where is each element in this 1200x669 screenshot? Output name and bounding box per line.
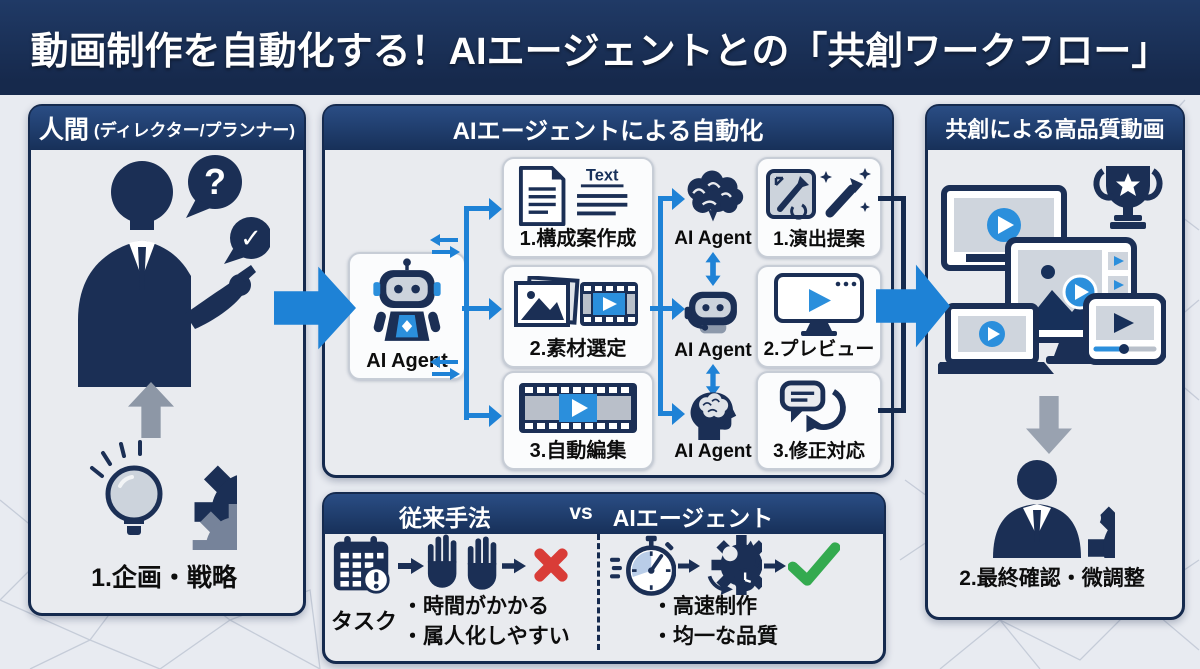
comparison-divider (597, 534, 600, 650)
traditional-points: ・時間がかかる ・属人化しやすい (402, 592, 597, 652)
text-caption: Text (586, 167, 619, 185)
comparison-header-vs: vs (569, 501, 593, 524)
filmstrip-play-icon (519, 383, 637, 433)
photos-film-icon (514, 276, 638, 327)
title-banner: 動画制作を自動化する！AIエージェントとの「共創ワークフロー」 (0, 0, 1200, 95)
check-icon: ✓ (240, 223, 262, 253)
ai-automation-panel-header: AIエージェントによる自動化 (324, 106, 892, 150)
comparison-header-ai: AIエージェント (612, 505, 774, 531)
stopwatch-icon (610, 535, 676, 596)
flow-line (650, 306, 662, 311)
flow-line (658, 306, 674, 311)
fail-x-icon (534, 548, 568, 582)
merge-line (878, 196, 906, 201)
output-direction-label: 1.演出提案 (773, 229, 865, 250)
human-panel-header: 人間 (ディレクター/プランナー) (30, 106, 304, 150)
output-box-direction: 1.演出提案 (756, 157, 882, 258)
automation-gears-icon (702, 534, 762, 596)
flow-line (464, 413, 490, 418)
ai-point: ・高速制作 (652, 595, 757, 618)
step-box-edit: 3.自動編集 (502, 371, 654, 470)
step-assets-label: 2.素材選定 (529, 338, 627, 360)
ai-points: ・高速制作 ・均一な品質 (652, 592, 847, 652)
question-icon: ? (204, 161, 226, 202)
ai-agent-hub-label: AI Agent (366, 350, 448, 372)
ai-agent-hub-box: AI Agent (348, 252, 466, 380)
ai-brain-icon (687, 170, 744, 222)
agent-label-1: AI Agent (674, 228, 752, 249)
step-plan-label: 1.構成案作成 (519, 228, 637, 250)
arrow-icon (678, 556, 700, 576)
step-edit-label: 3.自動編集 (529, 440, 627, 462)
comparison-header-traditional: 従来手法 (399, 505, 491, 531)
traditional-point: ・属人化しやすい (402, 625, 570, 648)
flow-line (464, 206, 490, 211)
result-panel-header: 共創による高品質動画 (927, 106, 1183, 150)
ai-head-brain-icon (690, 392, 737, 440)
manual-hands-icon (427, 534, 497, 590)
output-preview-label: 2.プレビュー (763, 339, 875, 360)
final-review-person-icon (993, 460, 1115, 558)
result-step-caption: 2.最終確認・微調整 (959, 567, 1145, 590)
flow-line (464, 206, 469, 420)
output-box-revisions: 3.修正対応 (756, 371, 882, 470)
swap-arrows-icon (430, 356, 460, 380)
swap-arrows-icon (430, 234, 460, 258)
page-title: 動画制作を自動化する！AIエージェントとの「共創ワークフロー」 (30, 31, 1170, 73)
step-box-assets: 2.素材選定 (502, 265, 654, 368)
success-check-icon (788, 542, 840, 586)
agent-label-2: AI Agent (674, 340, 752, 361)
flow-line (658, 411, 674, 416)
document-text-icon: Text (518, 166, 628, 226)
result-panel-title: 共創による高品質動画 (945, 117, 1165, 142)
task-calendar-icon (333, 536, 390, 594)
ai-point: ・均一な品質 (652, 625, 778, 648)
task-label: タスク (330, 609, 397, 634)
ai-automation-panel-title: AIエージェントによる自動化 (452, 117, 764, 145)
arrow-icon (398, 556, 424, 576)
feedback-loop-icon (779, 380, 846, 433)
director-silhouette-icon: ? ✓ (78, 155, 270, 387)
step-box-plan: Text 1.構成案作成 (502, 157, 654, 258)
ai-assistant-robot-icon (684, 291, 737, 334)
human-panel-header-sub: (ディレクター/プランナー) (93, 120, 296, 140)
art-direction-icon (766, 168, 871, 220)
preview-monitor-icon (774, 273, 864, 336)
video-devices-trophy-icon (938, 166, 1166, 374)
flow-line (462, 306, 490, 311)
human-step-caption: 1.企画・戦略 (91, 564, 237, 592)
output-box-preview: 2.プレビュー (756, 265, 882, 368)
updown-arrow-icon (704, 252, 722, 286)
output-revisions-label: 3.修正対応 (773, 441, 865, 462)
comparison-panel-header (324, 494, 884, 534)
comparison-panel (322, 492, 886, 664)
arrow-icon (764, 556, 786, 576)
traditional-point: ・時間がかかる (402, 595, 549, 618)
flow-line (658, 196, 674, 201)
agent-label-3: AI Agent (674, 441, 752, 462)
merge-line (878, 408, 906, 413)
robot-icon (373, 258, 441, 341)
idea-gears-icon (90, 438, 237, 550)
arrow-icon (502, 556, 526, 576)
human-panel-header-main: 人間 (38, 116, 89, 144)
